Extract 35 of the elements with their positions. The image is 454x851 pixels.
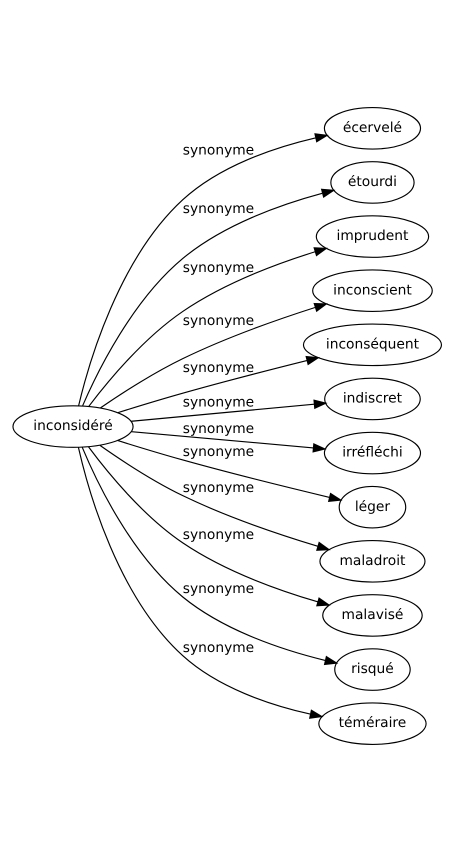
arrow [118, 440, 343, 502]
edge-label: synonyme [182, 526, 254, 542]
node-ellipse: écervelé [324, 106, 422, 150]
arrow [78, 446, 324, 718]
arrow [78, 132, 329, 406]
edge-label: synonyme [182, 359, 254, 376]
edge-label: synonyme [182, 639, 254, 656]
arrow [82, 188, 336, 406]
edge-label: synonyme [182, 259, 254, 276]
node-ellipse: maladroit [319, 540, 426, 582]
edge-label: synonyme [182, 420, 254, 437]
node-ellipse: imprudent [316, 214, 430, 258]
arrow [82, 446, 338, 665]
edge-label: synonyme [182, 580, 254, 597]
node-ellipse: indiscret [324, 377, 421, 420]
arrow [131, 430, 327, 452]
edge-label: synonyme [182, 444, 254, 460]
edge-label: synonyme [182, 312, 254, 328]
arrow [88, 446, 331, 606]
node-ellipse: irréfléchi [324, 431, 422, 474]
node-ellipse: léger [338, 485, 406, 528]
arrow [88, 246, 328, 406]
edge-label: synonyme [182, 394, 254, 410]
arrow [118, 355, 320, 413]
node-ellipse: risqué [334, 648, 411, 690]
node-ellipse: étourdi [330, 160, 415, 204]
arrow [100, 444, 331, 550]
node-ellipse: malavisé [322, 594, 423, 636]
edge-label: synonyme [182, 479, 254, 496]
node-ellipse: téméraire [318, 702, 427, 744]
edge-label: synonyme [182, 200, 254, 217]
edge-label: synonyme [182, 142, 254, 158]
arrow [131, 398, 328, 422]
node-ellipse: inconsidéré [12, 404, 134, 448]
arrow [100, 302, 328, 408]
